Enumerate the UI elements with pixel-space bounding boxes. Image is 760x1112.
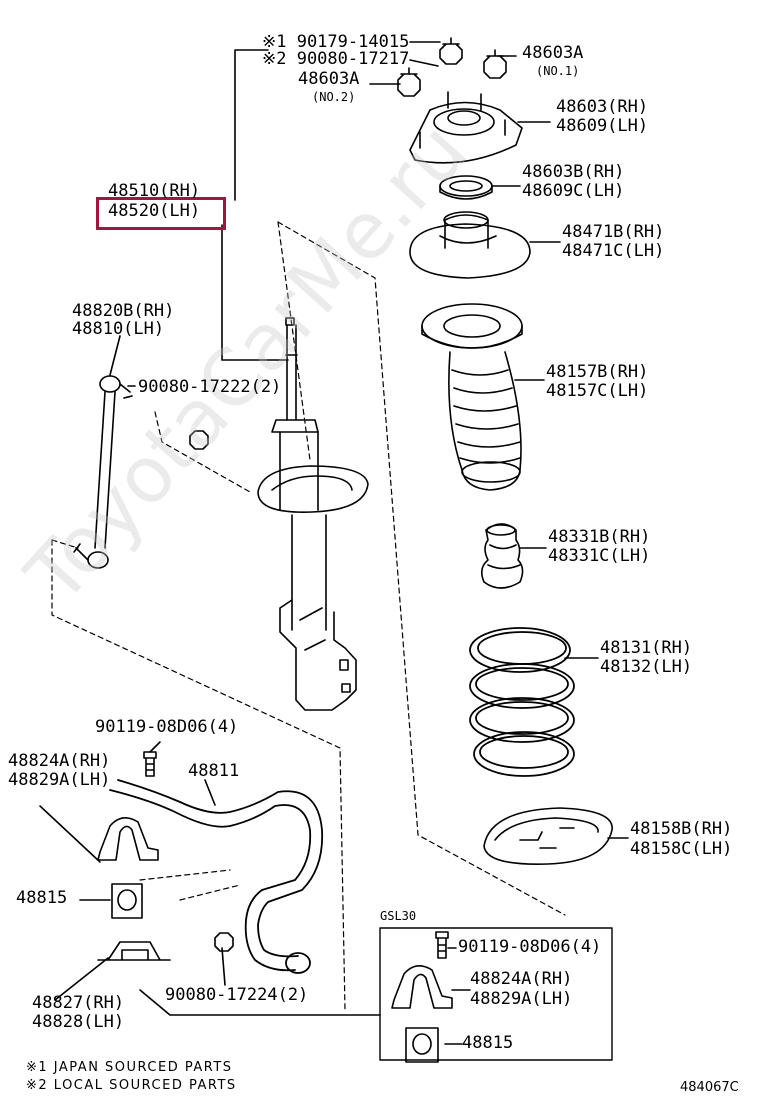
bracket-48824a bbox=[97, 817, 159, 861]
label-48815-a[interactable]: 48815 bbox=[16, 888, 68, 908]
label-90080-17224[interactable]: 90080-17224(2) bbox=[165, 985, 309, 1005]
leader-strut bbox=[221, 49, 289, 361]
highlight-box bbox=[96, 197, 226, 230]
label-no1: (NO.1) bbox=[536, 64, 580, 78]
nut-48603a-no2 bbox=[397, 67, 421, 97]
leader-bracket bbox=[39, 805, 101, 863]
upper-mount bbox=[409, 91, 523, 164]
label-no2: (NO.2) bbox=[312, 90, 356, 104]
label-90119-08d06-b[interactable]: 90119-08D06(4) bbox=[458, 937, 602, 957]
label-48828-lh[interactable]: 48828(LH) bbox=[32, 1012, 125, 1032]
label-48603b-rh[interactable]: 48603B(RH) bbox=[522, 162, 625, 182]
coil-spring-48131 bbox=[469, 627, 575, 777]
label-48510-rh[interactable]: 48510(RH) bbox=[108, 181, 201, 201]
label-90119-08d06-a[interactable]: 90119-08D06(4) bbox=[95, 717, 239, 737]
stab-link-48820b bbox=[73, 375, 133, 569]
bolt-90119-a bbox=[143, 751, 157, 777]
nut-48603a-no1 bbox=[483, 49, 507, 79]
label-48603a-no2[interactable]: 48603A bbox=[298, 69, 360, 89]
leader-48811 bbox=[204, 779, 216, 806]
label-48132-lh[interactable]: 48132(LH) bbox=[600, 657, 693, 677]
bracket-48827 bbox=[97, 941, 171, 961]
label-48157b-rh[interactable]: 48157B(RH) bbox=[546, 362, 649, 382]
label-48157c-lh[interactable]: 48157C(LH) bbox=[546, 381, 649, 401]
insulator-48158 bbox=[483, 807, 613, 865]
label-48131-rh[interactable]: 48131(RH) bbox=[600, 638, 693, 658]
stabilizer-bar-48811 bbox=[109, 779, 324, 974]
bearing-48603b bbox=[439, 175, 493, 200]
note-local: ※2 LOCAL SOURCED PARTS bbox=[26, 1078, 237, 1093]
bracket-48824a-b bbox=[391, 965, 453, 1009]
nut-90080-17222 bbox=[189, 430, 209, 450]
label-48829a-lh-b[interactable]: 48829A(LH) bbox=[470, 989, 573, 1009]
leader-stab-link bbox=[109, 335, 121, 376]
label-48331c-lh[interactable]: 48331C(LH) bbox=[548, 546, 651, 566]
label-48829a-lh[interactable]: 48829A(LH) bbox=[8, 770, 111, 790]
label-48471c-lh[interactable]: 48471C(LH) bbox=[562, 241, 665, 261]
label-48331b-rh[interactable]: 48331B(RH) bbox=[548, 527, 651, 547]
label-90179-14015[interactable]: ※1 90179-14015 bbox=[262, 32, 410, 52]
gsl30-box bbox=[379, 927, 613, 1061]
label-48811[interactable]: 48811 bbox=[188, 761, 240, 781]
label-48824a-rh-b[interactable]: 48824A(RH) bbox=[470, 969, 573, 989]
bolt-90119-b bbox=[435, 931, 449, 959]
diagram-code: 484067C bbox=[680, 1080, 739, 1095]
leader-bolt-a bbox=[149, 741, 161, 753]
bushing-48815a bbox=[111, 883, 143, 919]
bushing-48815b bbox=[405, 1027, 439, 1063]
leader-gsl-box bbox=[139, 989, 381, 1016]
label-48158c-lh[interactable]: 48158C(LH) bbox=[630, 839, 733, 859]
label-48609-lh[interactable]: 48609(LH) bbox=[556, 116, 649, 136]
note-japan: ※1 JAPAN SOURCED PARTS bbox=[26, 1060, 233, 1075]
label-48520-lh[interactable]: 48520(LH) bbox=[108, 201, 201, 221]
label-48820b-rh[interactable]: 48820B(RH) bbox=[72, 301, 175, 321]
label-48827-rh[interactable]: 48827(RH) bbox=[32, 993, 125, 1013]
leader-48827 bbox=[54, 957, 109, 1001]
label-48471b-rh[interactable]: 48471B(RH) bbox=[562, 222, 665, 242]
label-gsl30: GSL30 bbox=[380, 909, 417, 923]
leader-nut-c bbox=[221, 947, 226, 986]
label-48824a-rh[interactable]: 48824A(RH) bbox=[8, 751, 111, 771]
bumper-48331 bbox=[480, 523, 524, 589]
shock-absorber bbox=[257, 317, 369, 711]
label-48810-lh[interactable]: 48810(LH) bbox=[72, 319, 165, 339]
label-90080-17222[interactable]: 90080-17222(2) bbox=[138, 377, 282, 397]
nut-90179 bbox=[439, 37, 463, 65]
leader-nut-2 bbox=[409, 59, 439, 67]
spring-seat-48471 bbox=[409, 211, 531, 279]
label-48603-rh[interactable]: 48603(RH) bbox=[556, 97, 649, 117]
label-48158b-rh[interactable]: 48158B(RH) bbox=[630, 819, 733, 839]
label-48603a-no1[interactable]: 48603A bbox=[522, 43, 584, 63]
dust-boot-48157 bbox=[421, 303, 523, 491]
nut-90080-17224 bbox=[214, 932, 234, 952]
label-90080-17217[interactable]: ※2 90080-17217 bbox=[262, 49, 410, 69]
label-48609c-lh[interactable]: 48609C(LH) bbox=[522, 181, 625, 201]
label-48815-b[interactable]: 48815 bbox=[462, 1033, 514, 1053]
